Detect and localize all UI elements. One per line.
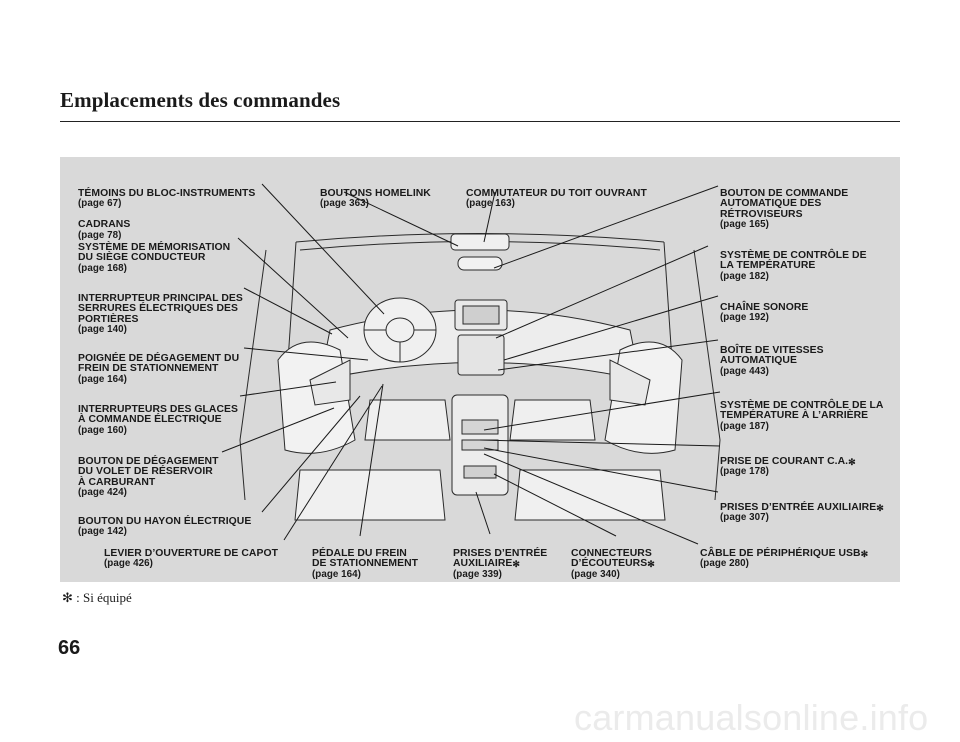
callout-page: (page 363): [320, 198, 369, 209]
equipped-star-icon: ✻: [876, 502, 884, 513]
callout-text: SYSTÈME DE CONTRÔLE DE LA TEMPÉRATURE À …: [720, 399, 884, 421]
callout-text: LEVIER D’OUVERTURE DE CAPOT: [104, 547, 278, 559]
callout-page: (page 142): [78, 526, 127, 537]
callout-usb: CÂBLE DE PÉRIPHÉRIQUE USB✻ (page 280): [700, 538, 868, 580]
callout-page: (page 426): [104, 558, 153, 569]
callout-page: (page 187): [720, 420, 769, 432]
equipped-star-icon: ✻: [512, 559, 520, 569]
callout-chaine: CHAÎNE SONORE (page 192): [720, 292, 808, 334]
callout-page: (page 443): [720, 365, 769, 377]
callout-retroviseurs: BOUTON DE COMMANDE AUTOMATIQUE DES RÉTRO…: [720, 178, 848, 241]
callout-hayon: BOUTON DU HAYON ÉLECTRIQUE (page 142): [78, 506, 251, 548]
equipped-star-icon: ✻: [860, 548, 869, 559]
callout-text: SYSTÈME DE MÉMORISATION DU SIÈGE CONDUCT…: [78, 241, 231, 263]
callout-page: (page 339): [453, 568, 502, 580]
callout-text: SYSTÈME DE CONTRÔLE DE LA TEMPÉRATURE: [720, 249, 867, 271]
callout-text: TÉMOINS DU BLOC-INSTRUMENTS: [78, 187, 256, 199]
page-number: 66: [58, 637, 81, 659]
callout-prises307: PRISES D’ENTRÉE AUXILIAIRE✻ (page 307): [720, 492, 884, 534]
callout-page: (page 182): [720, 270, 769, 282]
callout-glaces: INTERRUPTEURS DES GLACES À COMMANDE ÉLEC…: [78, 394, 238, 447]
callout-text: BOUTON DU HAYON ÉLECTRIQUE: [78, 515, 252, 527]
callout-text: BOUTON DE DÉGAGEMENT DU VOLET DE RÉSERVO…: [78, 455, 219, 488]
callout-interrupteur: INTERRUPTEUR PRINCIPAL DES SERRURES ÉLEC…: [78, 283, 243, 346]
callout-page: (page 160): [78, 424, 127, 436]
callout-text: POIGNÉE DE DÉGAGEMENT DU FREIN DE STATIO…: [78, 352, 240, 374]
callout-capot: LEVIER D’OUVERTURE DE CAPOT (page 426): [104, 538, 278, 580]
callout-temperature: SYSTÈME DE CONTRÔLE DE LA TEMPÉRATURE (p…: [720, 240, 867, 293]
callout-page: (page 163): [466, 198, 515, 209]
callout-poignee: POIGNÉE DE DÉGAGEMENT DU FREIN DE STATIO…: [78, 343, 239, 396]
callout-page: (page 165): [720, 219, 769, 230]
callout-prises339: PRISES D’ENTRÉE AUXILIAIRE✻ (page 339): [453, 538, 547, 591]
callout-text: CÂBLE DE PÉRIPHÉRIQUE USB: [700, 547, 861, 559]
callout-ecouteurs: CONNECTEURS D’ÉCOUTEURS✻ (page 340): [571, 538, 655, 591]
callout-text: CONNECTEURS D’ÉCOUTEURS: [571, 547, 652, 569]
callout-page: (page 307): [720, 512, 769, 523]
callout-temparriere: SYSTÈME DE CONTRÔLE DE LA TEMPÉRATURE À …: [720, 390, 883, 443]
callout-memorisation: SYSTÈME DE MÉMORISATION DU SIÈGE CONDUCT…: [78, 232, 230, 285]
callout-page: (page 164): [78, 373, 127, 385]
callout-page: (page 280): [700, 558, 749, 569]
equipped-star-icon: ✻: [647, 559, 655, 569]
callout-text: INTERRUPTEUR PRINCIPAL DES SERRURES ÉLEC…: [78, 292, 243, 325]
callout-pedale: PÉDALE DU FREIN DE STATIONNEMENT (page 1…: [312, 538, 418, 591]
callout-text: PRISE DE COURANT C.A.: [720, 455, 849, 467]
callout-page: (page 78): [78, 229, 122, 241]
callout-temoins: TÉMOINS DU BLOC-INSTRUMENTS (page 67) CA…: [78, 178, 255, 252]
callout-page: (page 192): [720, 312, 769, 323]
callout-text: CHAÎNE SONORE: [720, 301, 809, 313]
callout-page: (page 178): [720, 466, 769, 477]
callout-page: (page 67): [78, 198, 122, 209]
callout-text: BOUTON DE COMMANDE AUTOMATIQUE DES RÉTRO…: [720, 187, 849, 220]
callout-toit: COMMUTATEUR DU TOIT OUVRANT (page 163): [466, 178, 647, 220]
callout-text: CADRANS: [78, 219, 131, 230]
page-title: Emplacements des commandes: [60, 88, 341, 112]
callout-text: PÉDALE DU FREIN DE STATIONNEMENT: [312, 547, 419, 569]
equipped-star-icon: ✻: [848, 456, 856, 467]
callout-text: BOUTONS HOMELINK: [320, 187, 431, 199]
callout-text: INTERRUPTEURS DES GLACES À COMMANDE ÉLEC…: [78, 403, 238, 425]
callout-page: (page 168): [78, 262, 127, 274]
callout-text: BOÎTE DE VITESSES AUTOMATIQUE: [720, 344, 824, 366]
footnote-text: : Si équipé: [76, 590, 132, 605]
callout-page: (page 340): [571, 568, 620, 580]
title-rule: [60, 121, 900, 122]
callout-page: (page 164): [312, 568, 361, 580]
callout-boite: BOÎTE DE VITESSES AUTOMATIQUE (page 443): [720, 335, 824, 388]
callout-courant: PRISE DE COURANT C.A.✻ (page 178): [720, 446, 856, 488]
callout-reservoir: BOUTON DE DÉGAGEMENT DU VOLET DE RÉSERVO…: [78, 446, 219, 509]
callout-text: PRISES D’ENTRÉE AUXILIAIRE: [453, 547, 548, 569]
watermark: carmanualsonline.info: [574, 697, 929, 738]
asterisk-icon: ✻: [62, 590, 73, 605]
callout-text: COMMUTATEUR DU TOIT OUVRANT: [466, 187, 647, 199]
callout-text: PRISES D’ENTRÉE AUXILIAIRE: [720, 501, 877, 513]
callout-page: (page 424): [78, 487, 127, 498]
callout-homelink: BOUTONS HOMELINK (page 363): [320, 178, 431, 220]
footnote: ✻ : Si équipé: [62, 590, 132, 606]
callout-page: (page 140): [78, 324, 127, 335]
